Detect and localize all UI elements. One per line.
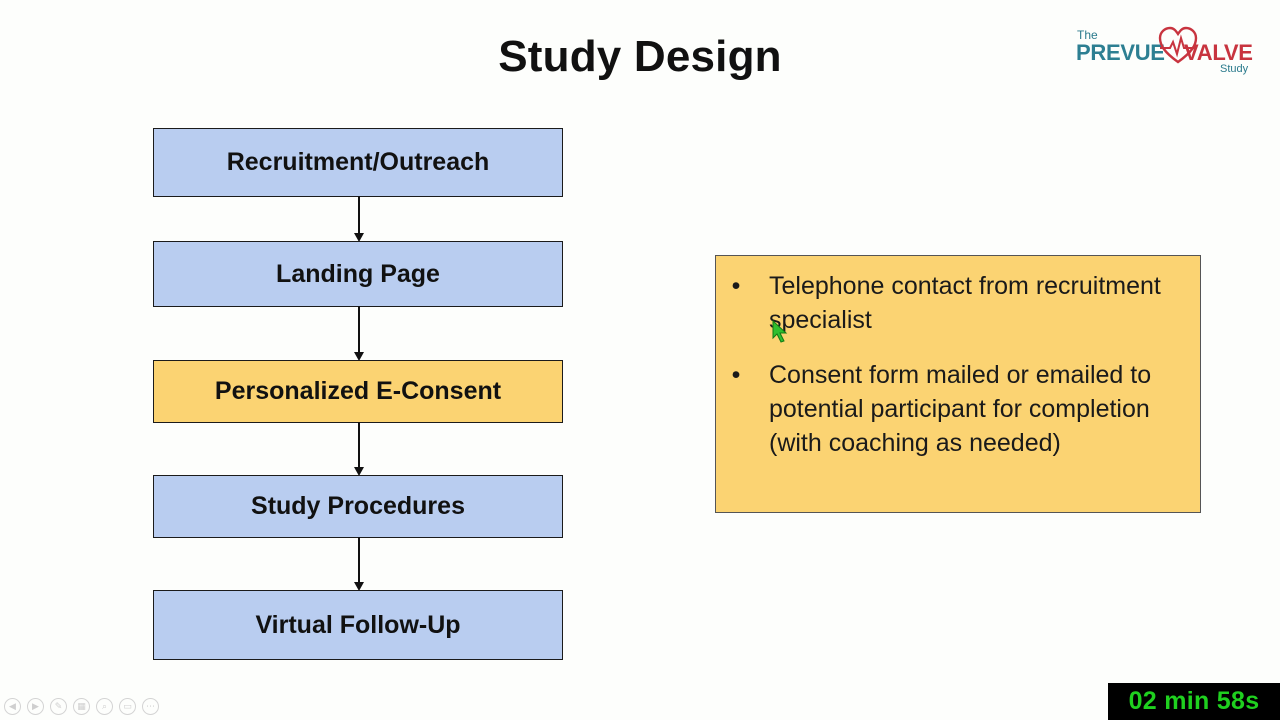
timer-display: 02 min 58s — [1108, 683, 1280, 720]
flow-arrow — [354, 196, 364, 242]
flow-step-e-consent: Personalized E-Consent — [153, 360, 563, 423]
logo-prevue-text: PREVUE — [1076, 40, 1165, 65]
flow-step-virtual-follow-up: Virtual Follow-Up — [153, 590, 563, 660]
note-text: Telephone contact from recruitment speci… — [769, 272, 1161, 334]
prev-icon[interactable]: ◀ — [4, 698, 21, 715]
slideshow-toolbar: ◀ ▶ ✎ ▦ ⌕ ▭ ⋯ — [4, 698, 159, 716]
logo-valve-text: VALVE — [1184, 40, 1253, 65]
prevue-valve-logo: The PREVUE VALVE Study — [1072, 26, 1262, 78]
logo-study-text: Study — [1220, 63, 1249, 75]
notes-box: • Telephone contact from recruitment spe… — [715, 255, 1201, 513]
next-icon[interactable]: ▶ — [27, 698, 44, 715]
pen-icon[interactable]: ✎ — [50, 698, 67, 715]
slides-icon[interactable]: ▦ — [73, 698, 90, 715]
flow-arrow — [354, 422, 364, 476]
bullet-icon: • — [731, 272, 741, 300]
flow-step-landing-page: Landing Page — [153, 241, 563, 307]
subtitles-icon[interactable]: ▭ — [119, 698, 136, 715]
arrow-cursor-icon — [772, 320, 788, 343]
flow-step-study-procedures: Study Procedures — [153, 475, 563, 538]
note-text: Consent form mailed or emailed to potent… — [769, 361, 1152, 457]
bullet-icon: • — [731, 361, 741, 389]
slide-title: Study Design — [498, 32, 782, 81]
more-icon[interactable]: ⋯ — [142, 698, 159, 715]
zoom-icon[interactable]: ⌕ — [96, 698, 113, 715]
heart-icon — [1158, 26, 1198, 64]
flow-arrow — [354, 306, 364, 361]
flow-arrow — [354, 537, 364, 591]
flow-step-recruitment: Recruitment/Outreach — [153, 128, 563, 197]
logo-the-text: The — [1077, 28, 1098, 42]
